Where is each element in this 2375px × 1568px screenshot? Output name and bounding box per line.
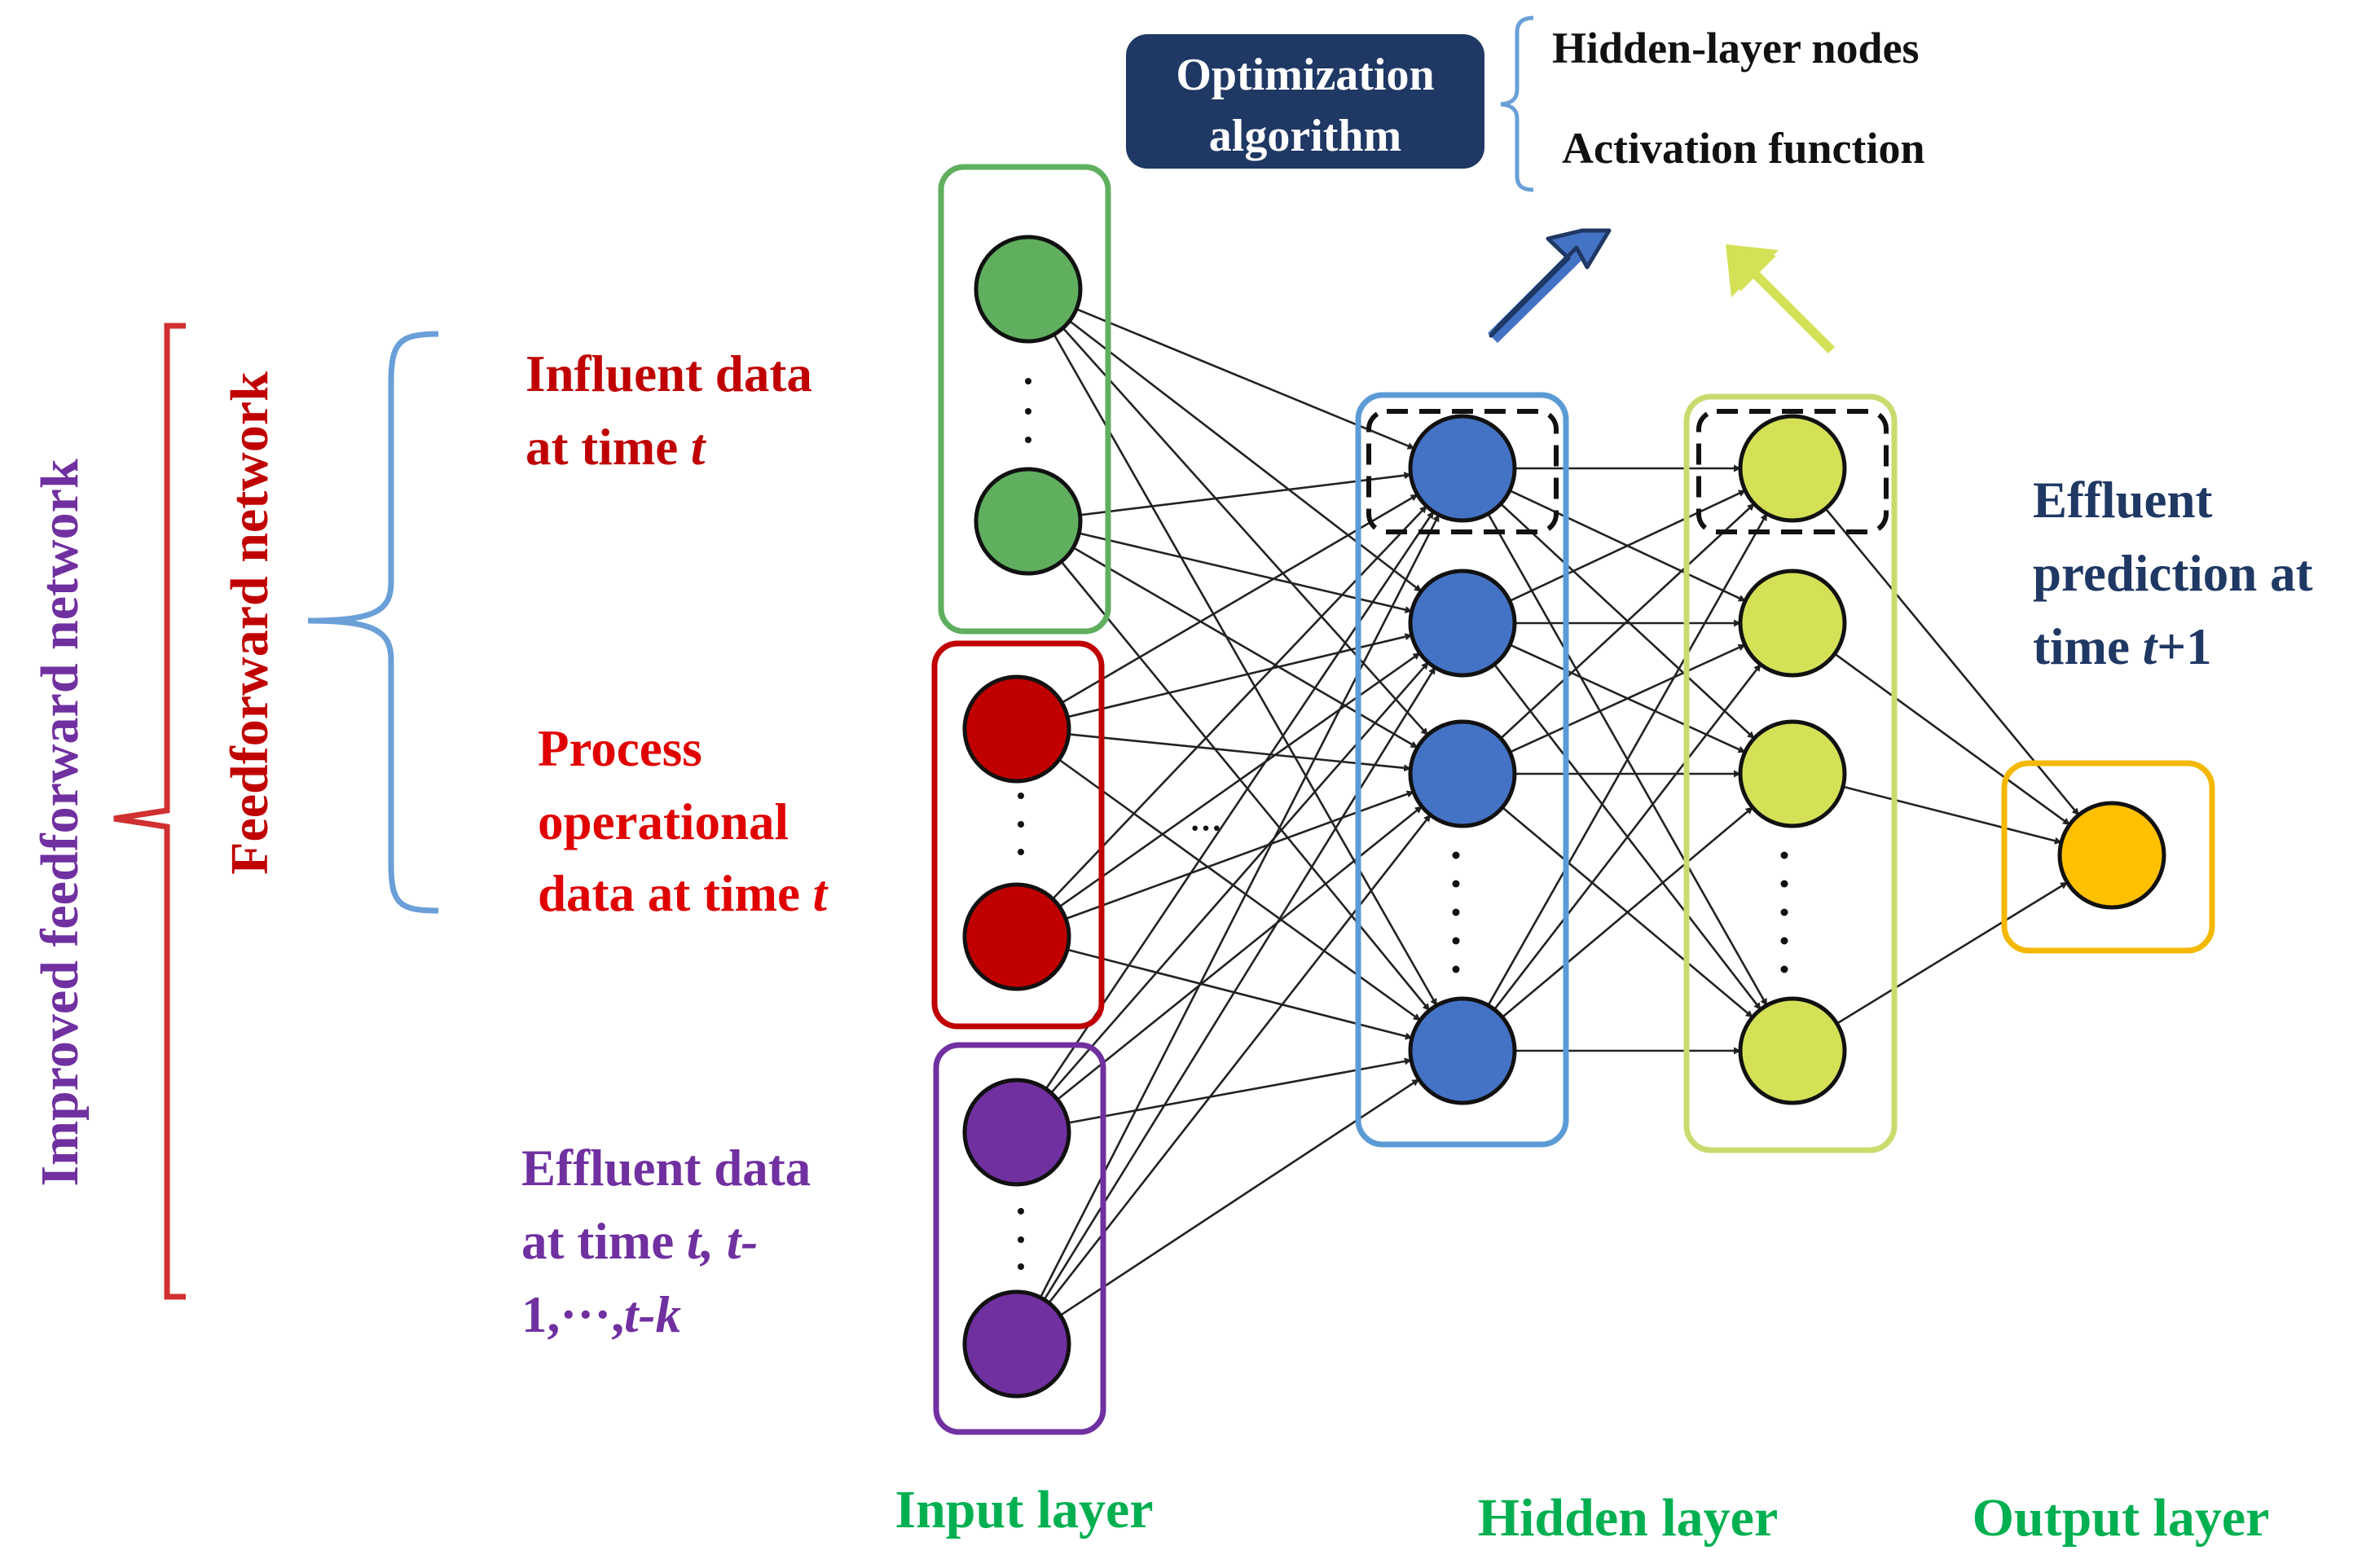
process-group-box bbox=[931, 640, 1105, 1030]
connection-hidden1-3-hidden2-1 bbox=[1500, 503, 1755, 740]
input-node-effluent-2 bbox=[962, 1289, 1071, 1399]
connection-input1-hidden1-3 bbox=[1062, 327, 1429, 736]
feedforward-bracket bbox=[307, 331, 439, 914]
effluent-group-box bbox=[933, 1042, 1106, 1435]
connection-input5-hidden1-1 bbox=[1045, 511, 1435, 1090]
effluent-label: Effluent data at time t, t- 1,···,t-k bbox=[521, 1140, 811, 1343]
svg-text:data at time t: data at time t bbox=[538, 865, 829, 922]
connection-input6-hidden1-1 bbox=[1039, 514, 1440, 1298]
hidden-layer-title: Hidden layer bbox=[1478, 1488, 1779, 1548]
svg-text:1,···,t-k: 1,···,t-k bbox=[521, 1286, 682, 1343]
output-layer-box bbox=[2001, 760, 2215, 954]
connection-hidden1-2-hidden2-1 bbox=[1509, 490, 1746, 602]
connection-hidden1-3-hidden2-2 bbox=[1509, 643, 1746, 753]
network-nodes bbox=[962, 235, 2166, 1399]
svg-text:Effluent: Effluent bbox=[2033, 472, 2213, 529]
connection-input4-hidden1-4 bbox=[1067, 948, 1413, 1040]
optimization-algorithm-box bbox=[1126, 34, 1484, 169]
hidden2-node-1 bbox=[1738, 414, 1847, 523]
input-node-effluent-1 bbox=[962, 1078, 1071, 1187]
connection-input3-hidden1-2 bbox=[1067, 633, 1413, 718]
connection-hidden2-3-output bbox=[1842, 785, 2062, 845]
svg-text:at time t, t-: at time t, t- bbox=[521, 1213, 758, 1270]
hidden1-node-1 bbox=[1408, 414, 1517, 523]
feedforward-label: Feedforward network bbox=[220, 371, 279, 875]
hidden-layer-1-box bbox=[1355, 392, 1569, 1148]
optimization-arrow-lime bbox=[1726, 244, 1835, 354]
output-node bbox=[2057, 801, 2166, 910]
optimization-label-line1: Optimization bbox=[1176, 50, 1434, 100]
connection-input6-hidden1-2 bbox=[1043, 666, 1436, 1301]
svg-text:Effluent data: Effluent data bbox=[521, 1140, 811, 1197]
output-prediction-label: Effluent prediction at time t+1 bbox=[2033, 472, 2313, 675]
influent-group-box bbox=[938, 164, 1111, 635]
optimization-label-line2: algorithm bbox=[1209, 111, 1401, 161]
parameters-bracket bbox=[1500, 15, 1534, 192]
input-node-process-2 bbox=[962, 882, 1071, 991]
svg-text:operational: operational bbox=[538, 793, 789, 850]
connection-input2-hidden1-4 bbox=[1060, 560, 1431, 1012]
hidden1-node-3 bbox=[1408, 719, 1517, 828]
influent-label: Influent data at time t bbox=[526, 345, 812, 476]
connection-hidden1-4-hidden2-3 bbox=[1502, 806, 1753, 1018]
vertical-ellipsis-dots bbox=[1018, 378, 1788, 1270]
connection-input2-hidden1-3 bbox=[1072, 547, 1418, 749]
process-label: Process operational data at time t bbox=[538, 720, 829, 922]
hidden2-node-3 bbox=[1738, 719, 1847, 828]
hidden2-node-4 bbox=[1738, 996, 1847, 1105]
improved-feedforward-label: Improved feedforward network bbox=[30, 459, 90, 1187]
hidden-layer-2-box bbox=[1683, 393, 1898, 1153]
activation-function-label: Activation function bbox=[1562, 124, 1925, 173]
connection-input1-hidden1-1 bbox=[1075, 308, 1415, 450]
optimized-node-dashed-box-1 bbox=[1366, 409, 1559, 534]
input-node-process-1 bbox=[962, 674, 1071, 784]
hidden2-node-2 bbox=[1738, 569, 1847, 678]
input-node-influent-1 bbox=[974, 235, 1083, 344]
optimization-arrow-blue bbox=[1488, 228, 1612, 343]
hidden1-node-4 bbox=[1408, 996, 1517, 1105]
connection-input1-hidden1-4 bbox=[1053, 333, 1438, 1007]
hidden1-node-2 bbox=[1408, 569, 1517, 678]
output-layer-title: Output layer bbox=[1973, 1488, 2270, 1548]
connection-input4-hidden1-1 bbox=[1052, 505, 1427, 900]
connection-hidden2-4-output bbox=[1836, 881, 2069, 1025]
svg-text:time t+1: time t+1 bbox=[2033, 618, 2212, 675]
connection-input6-hidden1-3 bbox=[1048, 814, 1432, 1304]
horizontal-ellipsis: ··· bbox=[1190, 810, 1222, 846]
svg-text:prediction at: prediction at bbox=[2033, 545, 2313, 602]
input-node-influent-2 bbox=[974, 467, 1083, 576]
svg-text:Process: Process bbox=[538, 720, 702, 777]
connection-input5-hidden1-3 bbox=[1057, 806, 1423, 1100]
connection-hidden1-4-hidden2-2 bbox=[1493, 663, 1761, 1011]
connection-input3-hidden1-3 bbox=[1068, 733, 1412, 772]
connection-input1-hidden1-2 bbox=[1068, 319, 1423, 593]
connection-input5-hidden1-4 bbox=[1067, 1057, 1412, 1124]
connection-input2-hidden1-1 bbox=[1080, 472, 1412, 516]
input-layer-title: Input layer bbox=[895, 1480, 1153, 1539]
connection-input5-hidden1-2 bbox=[1050, 661, 1429, 1094]
improved-network-bracket bbox=[113, 323, 186, 1300]
optimized-node-dashed-box-2 bbox=[1696, 409, 1889, 534]
svg-text:Influent data: Influent data bbox=[526, 345, 812, 402]
svg-text:at time t: at time t bbox=[526, 419, 707, 476]
connection-hidden2-2-output bbox=[1834, 652, 2070, 826]
connection-hidden1-4-hidden2-1 bbox=[1487, 512, 1768, 1006]
hidden-nodes-label: Hidden-layer nodes bbox=[1552, 24, 1920, 72]
